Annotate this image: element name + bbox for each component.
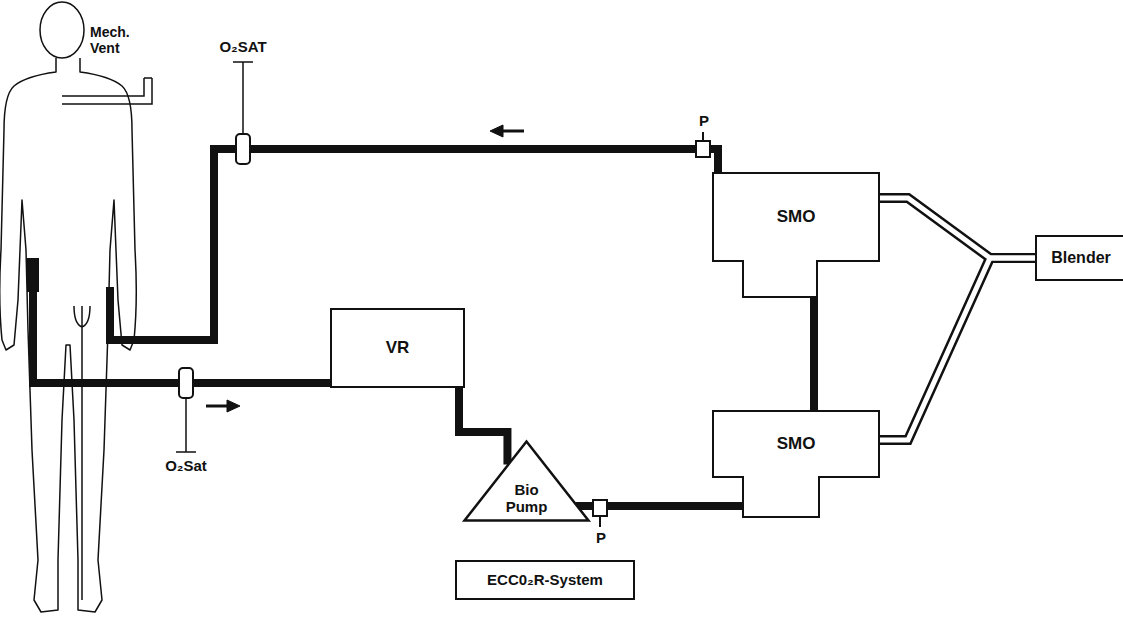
gas-line-core (880, 258, 1035, 440)
patient-body (0, 58, 136, 612)
return-cannula-line (110, 149, 236, 340)
sensor-label: O₂Sat (165, 457, 207, 474)
node-label: Bio Pump (499, 481, 555, 516)
pressure-port (593, 500, 607, 516)
gas-line (880, 198, 1035, 258)
blood-line (194, 379, 330, 387)
node-label: VR (386, 338, 410, 358)
pressure-label: P (697, 112, 711, 129)
reservoir-box: VR (330, 308, 465, 388)
oxygenator-box: SMO (712, 410, 880, 478)
pressure-lead (599, 516, 601, 527)
port-box (742, 476, 820, 518)
pump-outline (465, 442, 589, 521)
drain-cannula-line (33, 258, 179, 383)
node-label: SMO (777, 207, 816, 227)
blood-line (810, 298, 818, 410)
vent-tube (62, 78, 152, 104)
sensor-lead (233, 62, 253, 133)
oxygen-sensor: O₂SAT (235, 133, 251, 165)
flow-arrow (206, 405, 230, 408)
oxygen-sensor: O₂Sat (178, 367, 194, 399)
cannula-tip (27, 258, 39, 292)
flow-arrow-head (227, 400, 240, 412)
pressure-port (696, 141, 710, 157)
pump-triangle: Bio Pump (463, 440, 590, 522)
gas-line (880, 258, 1035, 440)
node-label: Blender (1051, 249, 1111, 267)
sensor-label: O₂SAT (219, 38, 266, 55)
ventilator-label: Mech. Vent (90, 24, 144, 56)
port-box (742, 260, 818, 298)
oxygenator-box: SMO (712, 172, 880, 262)
node-label: ECC0₂R-System (487, 571, 603, 588)
blood-line (459, 388, 507, 465)
flow-arrow (500, 130, 524, 133)
gas-line-core (880, 198, 1035, 258)
node-label: SMO (777, 434, 816, 454)
blender-box: Blender (1035, 235, 1123, 281)
flow-arrow-head (490, 125, 503, 137)
leg-catheter (74, 306, 90, 600)
pressure-lead (702, 132, 704, 141)
system-label-box: ECC0₂R-System (455, 560, 635, 600)
patient-head (40, 2, 84, 58)
blood-line (251, 149, 718, 172)
pressure-label: P (594, 529, 608, 546)
sensor-lead (176, 399, 196, 452)
